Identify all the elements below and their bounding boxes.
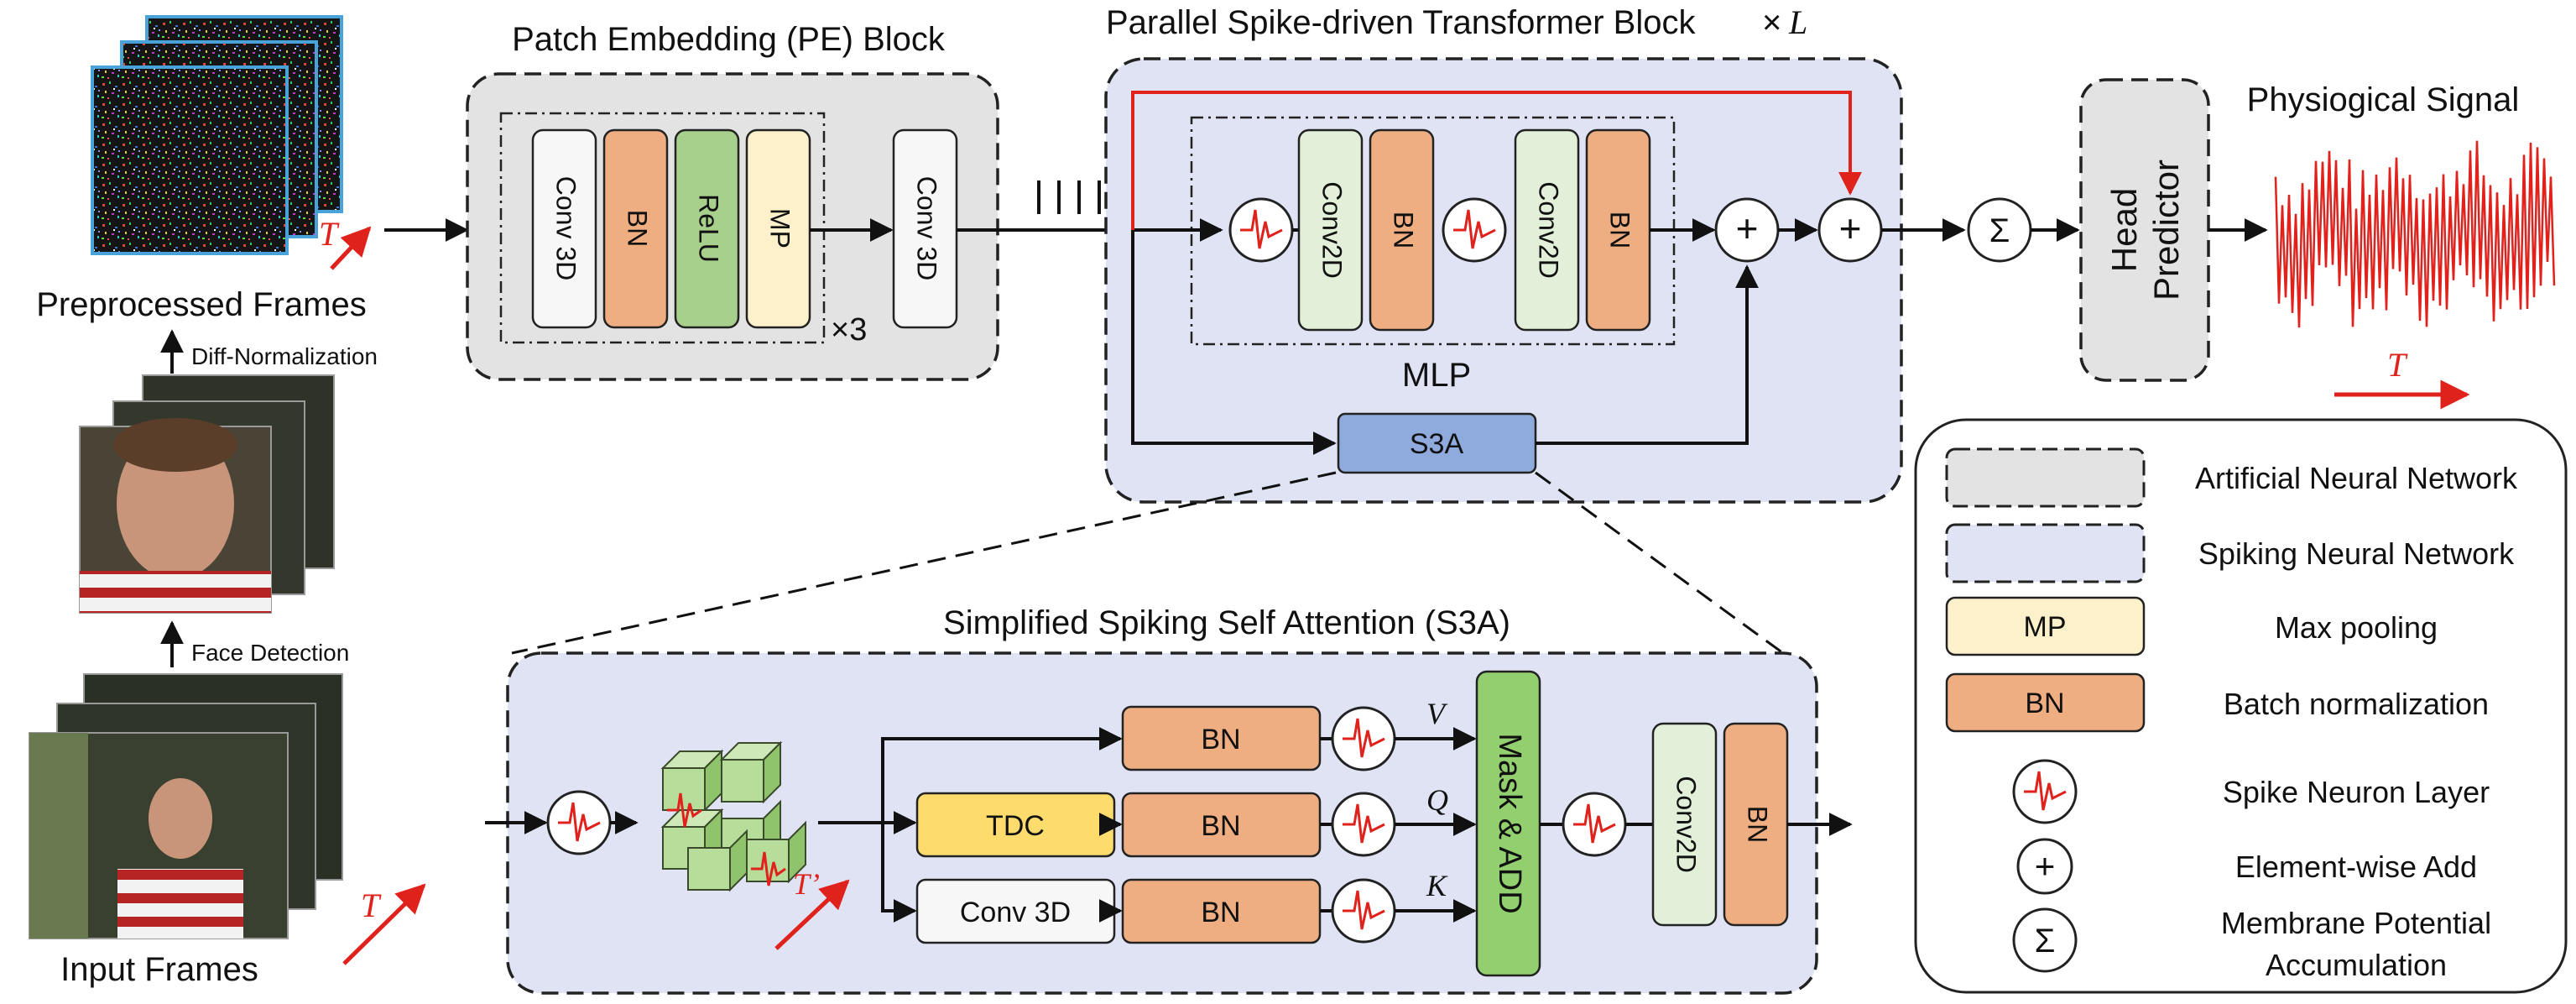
t-symbol-preprocessed: T xyxy=(319,215,340,253)
face-frames-stack xyxy=(79,374,335,614)
legend-add-desc: Element-wise Add xyxy=(2235,850,2477,884)
face-detection-label: Face Detection xyxy=(191,640,349,666)
input-frames-label: Input Frames xyxy=(60,951,258,988)
legend-add-icon xyxy=(2016,838,2073,895)
transformer-times: × xyxy=(1762,4,1781,41)
diff-normalization-label: Diff-Normalization xyxy=(191,343,378,369)
spike-neuron-v xyxy=(1331,706,1396,771)
legend-mp-box-label: MP xyxy=(2024,611,2067,643)
legend-snn-label: Spiking Neural Network xyxy=(2198,536,2515,571)
pe-relu-module xyxy=(674,128,740,329)
mask-add-label: Mask & ADD xyxy=(1492,733,1527,913)
legend: Artificial Neural Network Spiking Neural… xyxy=(1914,418,2568,994)
time-arrow-s3a xyxy=(774,879,850,950)
pe-bn-module xyxy=(602,128,669,329)
pe-mp-label: MP xyxy=(765,208,795,248)
spike-neuron-q xyxy=(1331,792,1396,857)
conv3d-k-label: Conv 3D xyxy=(960,897,1071,928)
legend-bn-swatch xyxy=(1945,672,2146,733)
legend-spike-icon xyxy=(2012,759,2078,824)
head-predictor xyxy=(2079,78,2210,382)
legend-spike-desc: Spike Neuron Layer xyxy=(2223,775,2490,809)
input-frames-stack xyxy=(29,673,343,939)
legend-mpa-line1: Membrane Potential xyxy=(2221,906,2491,940)
physiological-signal-wave xyxy=(2274,140,2556,328)
mlp-bn-1-label: BN xyxy=(1389,212,1419,248)
t-symbol-input: T xyxy=(361,886,382,924)
legend-mp-swatch xyxy=(1945,596,2146,656)
bn-k-label: BN xyxy=(1201,897,1240,928)
zoom-line-right xyxy=(1535,471,1784,655)
mlp-bn-2-label: BN xyxy=(1605,212,1635,248)
add-node-1-symbol: + xyxy=(1736,207,1759,250)
legend-ann-label: Artificial Neural Network xyxy=(2195,461,2518,495)
mlp-conv2d-2 xyxy=(1514,128,1580,332)
legend-snn-swatch xyxy=(1945,523,2146,583)
token-bars xyxy=(1037,180,1101,214)
pe-repeat-label: ×3 xyxy=(831,312,867,348)
spike-neuron-k xyxy=(1331,878,1396,944)
spike-tensor-icon xyxy=(660,740,806,892)
mlp-conv2d-1-label: Conv2D xyxy=(1317,181,1348,279)
s3a-input-spike-neuron xyxy=(546,790,612,855)
s3a-conv2d-label: Conv2D xyxy=(1671,776,1702,873)
head-line1: Head xyxy=(2104,188,2144,272)
legend-bn-box-label: BN xyxy=(2025,688,2064,719)
time-arrow-preprocessed xyxy=(330,226,372,270)
mlp-label: MLP xyxy=(1402,357,1471,394)
transformer-block: Parallel Spike-driven Transformer Block … xyxy=(1104,3,1903,504)
transformer-title: Parallel Spike-driven Transformer Block xyxy=(1106,4,1696,41)
pe-conv3d-label: Conv 3D xyxy=(551,176,581,281)
mlp-spike-neuron-2 xyxy=(1442,197,1507,263)
mlp-spike-neuron-1 xyxy=(1228,197,1294,263)
residual-connection xyxy=(1131,91,1862,230)
mlp-conv2d-1 xyxy=(1297,128,1364,332)
t-symbol-signal: T xyxy=(2387,346,2408,384)
legend-add-symbol: + xyxy=(2035,846,2056,886)
k-symbol: K xyxy=(1426,869,1448,902)
preprocessed-frames-label: Preprocessed Frames xyxy=(36,286,366,323)
mlp-conv2d-2-label: Conv2D xyxy=(1534,181,1564,279)
legend-mpa-line2: Accumulation xyxy=(2266,948,2447,982)
v-symbol: V xyxy=(1426,697,1448,730)
t-prime-symbol: T’ xyxy=(793,867,820,901)
transformer-L: L xyxy=(1788,3,1807,41)
s3a-conv2d-module xyxy=(1651,722,1718,927)
legend-bn-desc: Batch normalization xyxy=(2224,687,2489,721)
bn-q-label: BN xyxy=(1201,810,1240,842)
pe-conv3d-out-label: Conv 3D xyxy=(912,176,942,281)
head-line2: Predictor xyxy=(2146,159,2186,301)
add-node-2-symbol: + xyxy=(1839,207,1862,250)
pe-conv3d-module xyxy=(531,128,597,329)
legend-sigma-icon xyxy=(2012,907,2078,973)
preprocessed-frames-stack xyxy=(91,15,343,255)
pe-relu-label: ReLU xyxy=(694,194,724,263)
time-arrow-input xyxy=(342,883,426,965)
pe-block: Patch Embedding (PE) Block Conv 3D BN Re… xyxy=(466,21,999,381)
tdc-label: TDC xyxy=(986,810,1045,842)
legend-sigma-symbol: Σ xyxy=(2035,923,2056,960)
sigma-symbol: Σ xyxy=(1989,212,2010,249)
s3a-detail-block: Simplified Spiking Self Attention (S3A) xyxy=(485,604,1853,995)
q-symbol: Q xyxy=(1426,783,1448,817)
signal-title: Physiogical Signal xyxy=(2247,81,2520,118)
s3a-module-label: S3A xyxy=(1410,428,1464,460)
s3a-bn-out-label: BN xyxy=(1743,806,1773,843)
s3a-detail-title: Simplified Spiking Self Attention (S3A) xyxy=(943,604,1510,641)
pe-block-title: Patch Embedding (PE) Block xyxy=(512,21,946,58)
pe-bn-label: BN xyxy=(623,210,653,247)
s3a-output-spike-neuron xyxy=(1562,792,1627,857)
zoom-line-left xyxy=(511,471,1337,655)
bn-v-label: BN xyxy=(1201,724,1240,756)
mlp-bn-1 xyxy=(1369,128,1435,332)
legend-ann-swatch xyxy=(1945,447,2146,508)
legend-mp-desc: Max pooling xyxy=(2275,610,2438,645)
